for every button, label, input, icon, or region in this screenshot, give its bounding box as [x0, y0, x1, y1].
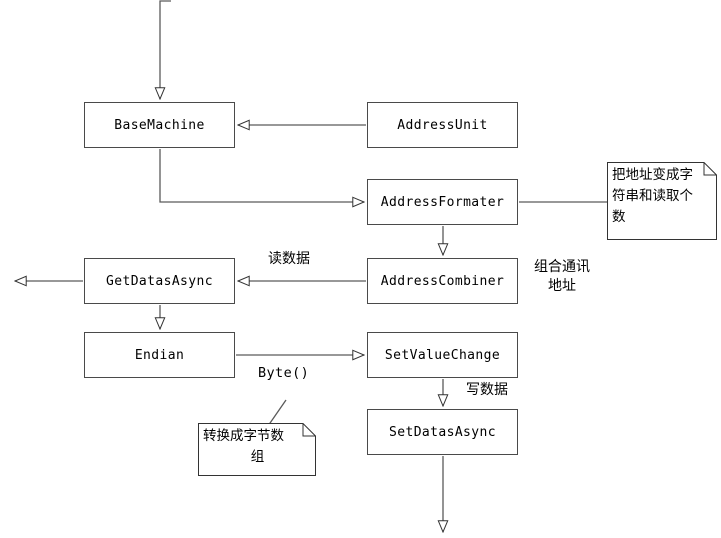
- node-label: SetDatasAsync: [389, 424, 496, 440]
- connector-top-inflow-to-base-machine: [160, 0, 171, 99]
- edge-label-combine-address: 组合通讯 地址: [534, 258, 590, 296]
- note-endian[interactable]: 转换成字节数 组: [198, 423, 316, 476]
- node-label: Endian: [134, 347, 185, 363]
- node-address-unit[interactable]: AddressUnit: [367, 102, 518, 148]
- note-text: 转换成字节数 组: [203, 426, 312, 468]
- note-line: 转换成字节数: [203, 428, 284, 444]
- note-line: 数: [612, 209, 626, 225]
- note-shape-icon: [607, 162, 717, 240]
- node-address-formater[interactable]: AddressFormater: [367, 179, 518, 225]
- note-line: 符串和读取个: [612, 188, 693, 204]
- edge-label-byte-call: Byte(): [258, 365, 310, 381]
- node-endian[interactable]: Endian: [84, 332, 235, 378]
- node-label: SetValueChange: [384, 347, 501, 363]
- edge-label-line: 组合通讯: [534, 259, 590, 275]
- note-address-formater[interactable]: 把地址变成字 符串和读取个 数: [607, 162, 717, 240]
- node-set-datas-async[interactable]: SetDatasAsync: [367, 409, 518, 455]
- edge-label-write-data: 写数据: [466, 382, 508, 398]
- node-base-machine[interactable]: BaseMachine: [84, 102, 235, 148]
- note-line: 组: [250, 449, 265, 465]
- connector-base-machine-to-address-formater: [159, 149, 364, 202]
- node-label: AddressFormater: [380, 194, 505, 210]
- edge-label-line: 地址: [548, 278, 576, 294]
- node-set-value-change[interactable]: SetValueChange: [367, 332, 518, 378]
- node-label: BaseMachine: [114, 117, 205, 133]
- node-label: GetDatasAsync: [106, 273, 213, 289]
- note-line: 把地址变成字: [612, 167, 693, 183]
- node-get-datas-async[interactable]: GetDatasAsync: [84, 258, 235, 304]
- note-text: 把地址变成字 符串和读取个 数: [612, 165, 713, 228]
- edge-label-read-data: 读数据: [268, 251, 310, 267]
- node-address-combiner[interactable]: AddressCombiner: [367, 258, 518, 304]
- node-label: AddressCombiner: [380, 273, 505, 289]
- node-label: AddressUnit: [397, 117, 488, 133]
